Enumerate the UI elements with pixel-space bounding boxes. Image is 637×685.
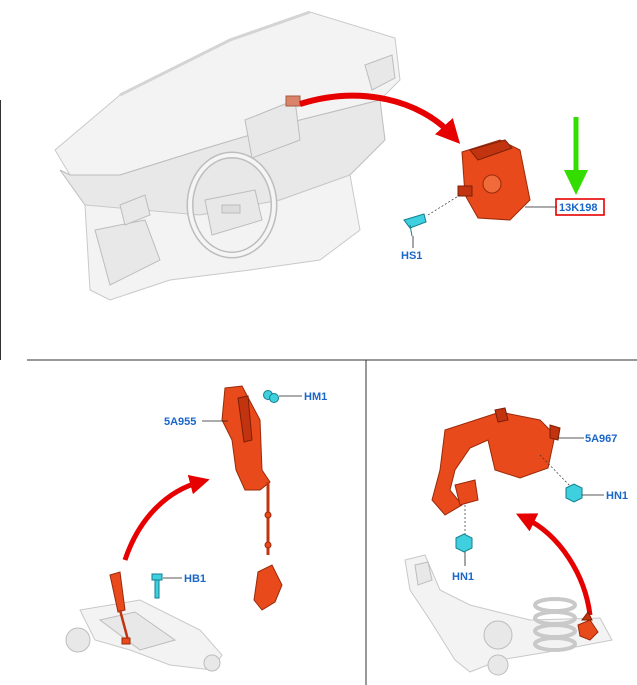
hn1-nut-left-icon (455, 533, 473, 553)
red-arrow-bottom-right (516, 513, 593, 616)
label-hn1-right: HN1 (606, 490, 628, 502)
label-hb1: HB1 (184, 573, 206, 585)
highlight-box-13k198 (555, 198, 605, 216)
red-arrow-bottom-left (122, 474, 210, 561)
leader-hs1-dash (427, 194, 461, 216)
front-sensor-mounted (109, 571, 131, 645)
label-hn1-left: HN1 (452, 571, 474, 583)
front-lower-arm-illustration (65, 599, 223, 672)
red-arrow-top (299, 92, 461, 144)
label-hm1: HM1 (304, 391, 327, 403)
headlamp-level-module (457, 139, 531, 221)
label-5a967: 5A967 (585, 433, 617, 445)
green-arrow (564, 117, 588, 195)
rear-height-sensor (431, 407, 561, 516)
hm1-nut-icon (263, 390, 279, 403)
hn1-nut-right-icon (565, 483, 583, 503)
label-5a955: 5A955 (164, 416, 196, 428)
label-hs1: HS1 (401, 250, 422, 262)
hb1-bolt-icon (151, 573, 163, 599)
hs1-screw-icon (403, 213, 427, 237)
dashboard-illustration (54, 10, 401, 301)
rear-sensor-mounted (577, 611, 599, 641)
label-13k198: 13K198 (559, 202, 598, 214)
height-sensor-bracket (221, 385, 283, 611)
rear-suspension-illustration (404, 554, 613, 676)
